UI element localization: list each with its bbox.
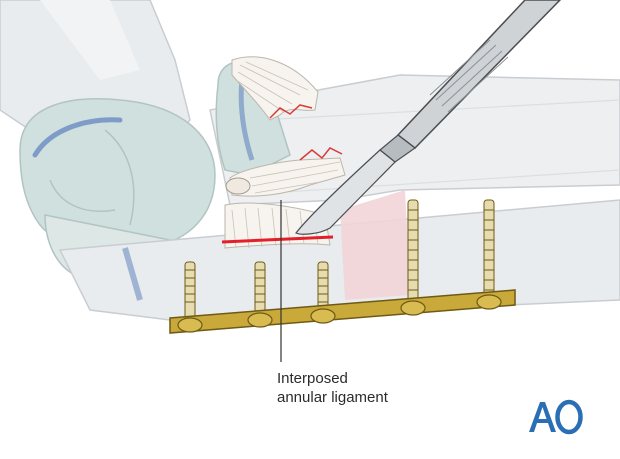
annular-ligament-top [231, 56, 319, 121]
plate [169, 289, 516, 334]
ao-logo [527, 398, 583, 436]
screw-head-4 [400, 300, 426, 316]
screw-4 [407, 199, 419, 306]
screw-head-5 [476, 294, 502, 310]
screw-2 [254, 261, 266, 321]
callout-line-1: Interposed [277, 370, 348, 387]
screw-head-2 [247, 312, 273, 328]
scalpel-icon [295, 0, 562, 235]
callout-label: Interposed annular ligament [277, 369, 437, 407]
screw-5 [483, 199, 495, 306]
humerus-condyle [19, 98, 216, 252]
incision-line [221, 235, 334, 244]
screw-head-3 [310, 308, 336, 324]
screws [184, 199, 495, 321]
annular-ligament-interposed [224, 147, 346, 249]
screw-head-1 [177, 317, 203, 333]
callout-line-2: annular ligament [277, 389, 388, 406]
screw-1 [184, 261, 196, 321]
fracture-zone [340, 190, 410, 300]
